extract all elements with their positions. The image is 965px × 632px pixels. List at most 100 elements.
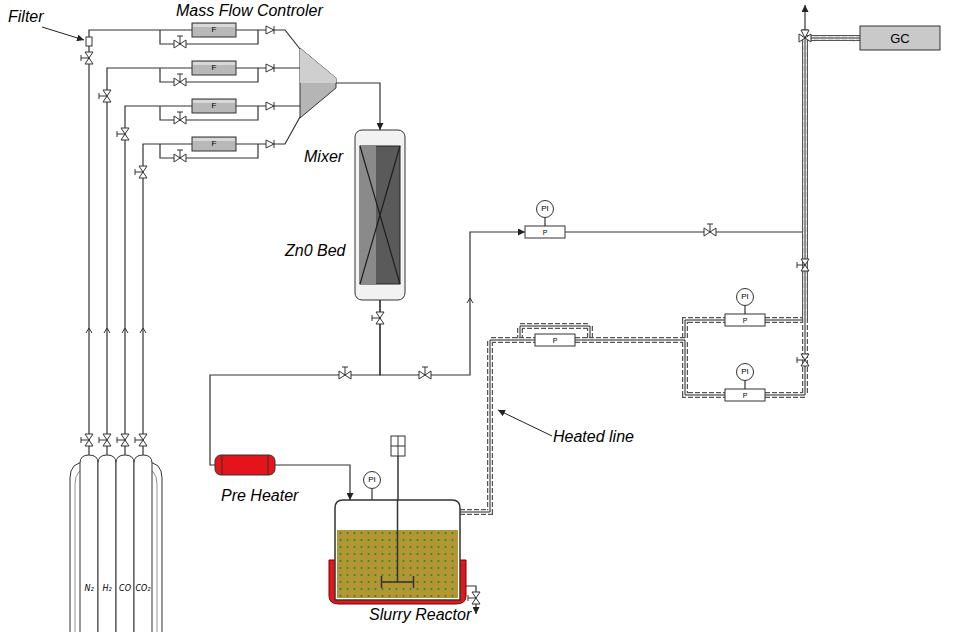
- flow-chevrons: [86, 298, 473, 333]
- heated-gap: [765, 38, 860, 320]
- zno-bed: Zn0 Bed: [355, 130, 405, 300]
- filter-symbol: [86, 37, 92, 46]
- bypass-valves: [174, 36, 186, 162]
- bed-outline: [355, 130, 405, 300]
- node-label: PI: [741, 293, 749, 301]
- pipe-line: [236, 117, 300, 144]
- stirrer-motor: [391, 436, 405, 500]
- pipe-line: [107, 68, 192, 455]
- cyl-outline: [98, 455, 116, 632]
- pressure-indicator: PI: [736, 363, 754, 381]
- heated-line: [765, 38, 860, 395]
- leader-line: [42, 27, 84, 40]
- node-label: F: [212, 26, 217, 34]
- mass-flow-controller: F: [192, 23, 236, 37]
- mixer-outline: [300, 48, 336, 118]
- pipe-line: [89, 30, 192, 455]
- cyl-outline: [80, 455, 98, 632]
- gas-chromatograph: GC: [860, 26, 940, 50]
- pipe-path: [744, 381, 745, 389]
- node-label: Slurry Reactor: [369, 607, 471, 623]
- gas-cylinder: CO₂: [134, 455, 152, 632]
- group-label: Mass Flow Controler: [176, 3, 323, 19]
- pipe-path: [143, 144, 192, 455]
- node-label: CO₂: [135, 585, 150, 593]
- pipe-path: [575, 340, 725, 395]
- heated-line: [765, 38, 860, 320]
- gas-cylinder: H₂: [98, 455, 116, 632]
- heated-jacket: [575, 340, 725, 395]
- pipe-path: [236, 117, 300, 144]
- node-label: N₂: [84, 585, 93, 593]
- pipe-path: [565, 38, 860, 232]
- slurry-reactor: Slurry Reactor: [335, 500, 460, 600]
- node-label: P: [543, 229, 548, 236]
- callout-label: Filter: [8, 9, 44, 25]
- node-label: Zn0 Bed: [285, 243, 345, 259]
- pipe-line: [143, 144, 192, 455]
- pipe-line: [372, 489, 373, 500]
- pipe-path: [125, 106, 192, 455]
- pressure-regulator: P: [525, 226, 565, 238]
- heated-gap: [575, 340, 725, 395]
- node-label: Pre Heater: [221, 488, 298, 504]
- node-label: P: [553, 337, 558, 344]
- pressure-regulator: P: [535, 334, 575, 346]
- mass-flow-controller: F: [192, 61, 236, 75]
- pressure-regulator: P: [725, 314, 765, 326]
- node-label: F: [212, 102, 217, 110]
- heated-gap: [765, 38, 860, 395]
- node-label: P: [743, 392, 748, 399]
- line-valves: [81, 52, 147, 446]
- pressure-indicator: PI: [736, 288, 754, 306]
- pipe-path: [744, 306, 745, 314]
- heated-gap: [460, 340, 535, 512]
- pipe-line: [745, 306, 746, 314]
- node-label: PI: [741, 368, 749, 376]
- cyl-outline: [134, 455, 152, 632]
- pre-heater: Pre Heater: [215, 455, 275, 475]
- node-label: PI: [541, 205, 549, 213]
- node-label: CO: [119, 585, 131, 593]
- pipe-path: [371, 489, 372, 500]
- leader-line: [498, 410, 552, 436]
- mass-flow-controller: F: [192, 137, 236, 151]
- pressure-indicator: PI: [363, 471, 381, 489]
- pipe-path: [765, 38, 860, 395]
- gas-cylinder: CO: [116, 455, 134, 632]
- pipe-path: [765, 38, 860, 320]
- node-label: Mixer: [304, 149, 343, 165]
- node-label: PI: [368, 476, 376, 484]
- heated-jacket: [460, 340, 535, 512]
- pipe-path: [460, 340, 535, 512]
- pipe-path: [544, 218, 545, 226]
- pipe-line: [565, 38, 860, 232]
- heated-line: [460, 340, 535, 512]
- heated-line: [575, 340, 725, 395]
- reactor-outline: [335, 500, 460, 600]
- heated-jacket: [765, 38, 860, 395]
- cyl-outline: [116, 455, 134, 632]
- pipe-line: [545, 218, 546, 226]
- check-valves: [266, 26, 274, 148]
- pipe-path: [336, 83, 380, 130]
- node-label: F: [212, 64, 217, 72]
- heated-jacket: [765, 38, 860, 320]
- pipe-path: [107, 68, 192, 455]
- heater-outline: [215, 455, 275, 475]
- label-anchor: Filter: [8, 8, 44, 26]
- mixer: Mixer: [300, 48, 336, 118]
- pipe-path: [89, 30, 192, 455]
- pipe-line: [336, 83, 380, 130]
- node-label: P: [743, 317, 748, 324]
- callout-label: Heated line: [553, 429, 634, 445]
- mfc-bypass: [160, 30, 258, 158]
- three-way-valve: [799, 5, 811, 42]
- node-label: H₂: [102, 585, 111, 593]
- pipe-line: [745, 381, 746, 389]
- node-label: F: [212, 140, 217, 148]
- pipe-line: [210, 300, 380, 465]
- process-valves: [339, 224, 809, 379]
